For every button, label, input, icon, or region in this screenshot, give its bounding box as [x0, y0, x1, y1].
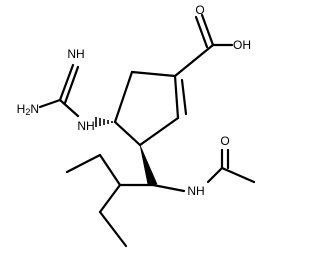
structure-diagram: O OH NH H2N NH NH O: [17, 3, 256, 248]
bond-ch2-ch3-lower: [98, 210, 128, 248]
bond-ring-c1-c2: [173, 74, 180, 120]
bond-cooh-co: [200, 13, 215, 47]
bond-ring-c2-c3: [138, 116, 180, 147]
bond-ring-c3-c4: [113, 120, 142, 147]
bond-cacyl-ch3: [220, 166, 256, 184]
label-carbonyl-o-amide: O: [220, 134, 229, 148]
bond-cguan-nh-imine-double: [63, 65, 80, 105]
bond-nh-cguan: [58, 98, 80, 118]
label-guanidine-nh: NH: [77, 119, 94, 133]
bond-cguan-nh-imine: [58, 63, 75, 102]
bond-c-nh-amide: [151, 183, 186, 193]
label-amine-h2n: H2N: [17, 102, 39, 117]
bond-ring-c5-c1: [130, 70, 177, 78]
bond-ch-ch2-upper: [98, 153, 122, 187]
bond-cooh-co-double: [194, 15, 209, 49]
bond-nh-cacyl: [206, 166, 224, 184]
bond-ring-c1-c2-double: [180, 78, 188, 116]
hashed-wedge-guanidine: [95, 117, 113, 127]
bond-cguan-h2n: [38, 98, 62, 109]
label-amide-nh: NH: [187, 184, 204, 198]
bond-ring-c4-c5: [113, 70, 134, 124]
label-hydroxyl: OH: [233, 38, 251, 52]
label-carbonyl-o-acid: O: [195, 3, 204, 17]
bond-ch2-ch3-upper: [65, 153, 102, 174]
bold-wedge-sidechain: [139, 144, 158, 186]
bond-c1-cooh: [173, 43, 215, 78]
label-imine-nh: NH: [67, 47, 84, 61]
bond-ch-ch2-lower: [98, 183, 122, 214]
